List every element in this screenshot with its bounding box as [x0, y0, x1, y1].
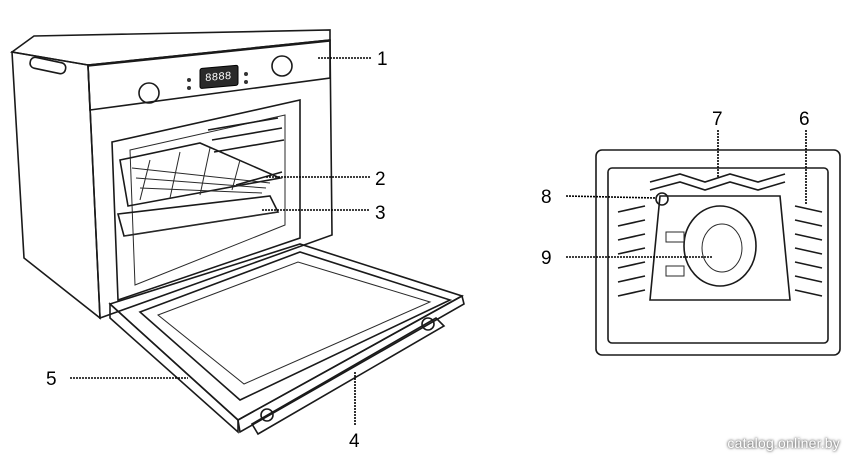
leader-lines — [70, 57, 807, 426]
display-digits: 8888 — [205, 71, 231, 85]
interior-outer-frame — [595, 149, 841, 356]
callout-8: 8 — [541, 187, 552, 208]
callout-9: 9 — [541, 248, 552, 269]
callout-numbers: 1 2 3 4 5 6 7 8 9 — [46, 49, 810, 452]
leader-8 — [565, 195, 657, 199]
oven-side-panel — [11, 51, 101, 320]
wall-block — [665, 265, 685, 277]
right-knob — [271, 55, 293, 77]
interior-cavity — [607, 167, 829, 344]
oven-top-panel — [9, 29, 331, 66]
callout-2: 2 — [375, 169, 386, 190]
side-rails-right — [794, 205, 823, 297]
callout-1: 1 — [377, 49, 388, 70]
oven-door-open — [108, 243, 465, 434]
fan-cover-panel — [649, 195, 791, 301]
wire-rack — [119, 142, 283, 207]
wall-block — [665, 231, 685, 243]
callout-4: 4 — [349, 431, 360, 452]
display-button — [244, 80, 248, 84]
oven-interior-view — [595, 149, 841, 356]
oven-cavity — [111, 99, 301, 302]
left-knob — [138, 82, 160, 104]
callout-7: 7 — [712, 109, 723, 130]
display-button — [187, 86, 191, 90]
door-handle — [250, 317, 446, 436]
side-handle-slot — [29, 56, 67, 75]
oven-front-frame — [87, 39, 333, 320]
shelf-rails — [207, 117, 285, 186]
cavity-back-wall — [129, 114, 286, 286]
display-button — [244, 72, 248, 76]
timer-display — [199, 64, 239, 89]
oven-lamp — [655, 192, 669, 206]
side-rails-left — [617, 205, 646, 297]
display-button — [187, 78, 191, 82]
callout-3: 3 — [375, 203, 386, 224]
oven-open-view: 8888 — [9, 29, 465, 436]
callout-6: 6 — [799, 109, 810, 130]
control-panel — [87, 40, 331, 111]
callout-5: 5 — [46, 369, 57, 390]
fan-guard — [683, 205, 757, 287]
fan — [701, 223, 743, 273]
watermark-text: catalog.onliner.by — [727, 435, 840, 451]
top-heating-element — [649, 173, 786, 191]
